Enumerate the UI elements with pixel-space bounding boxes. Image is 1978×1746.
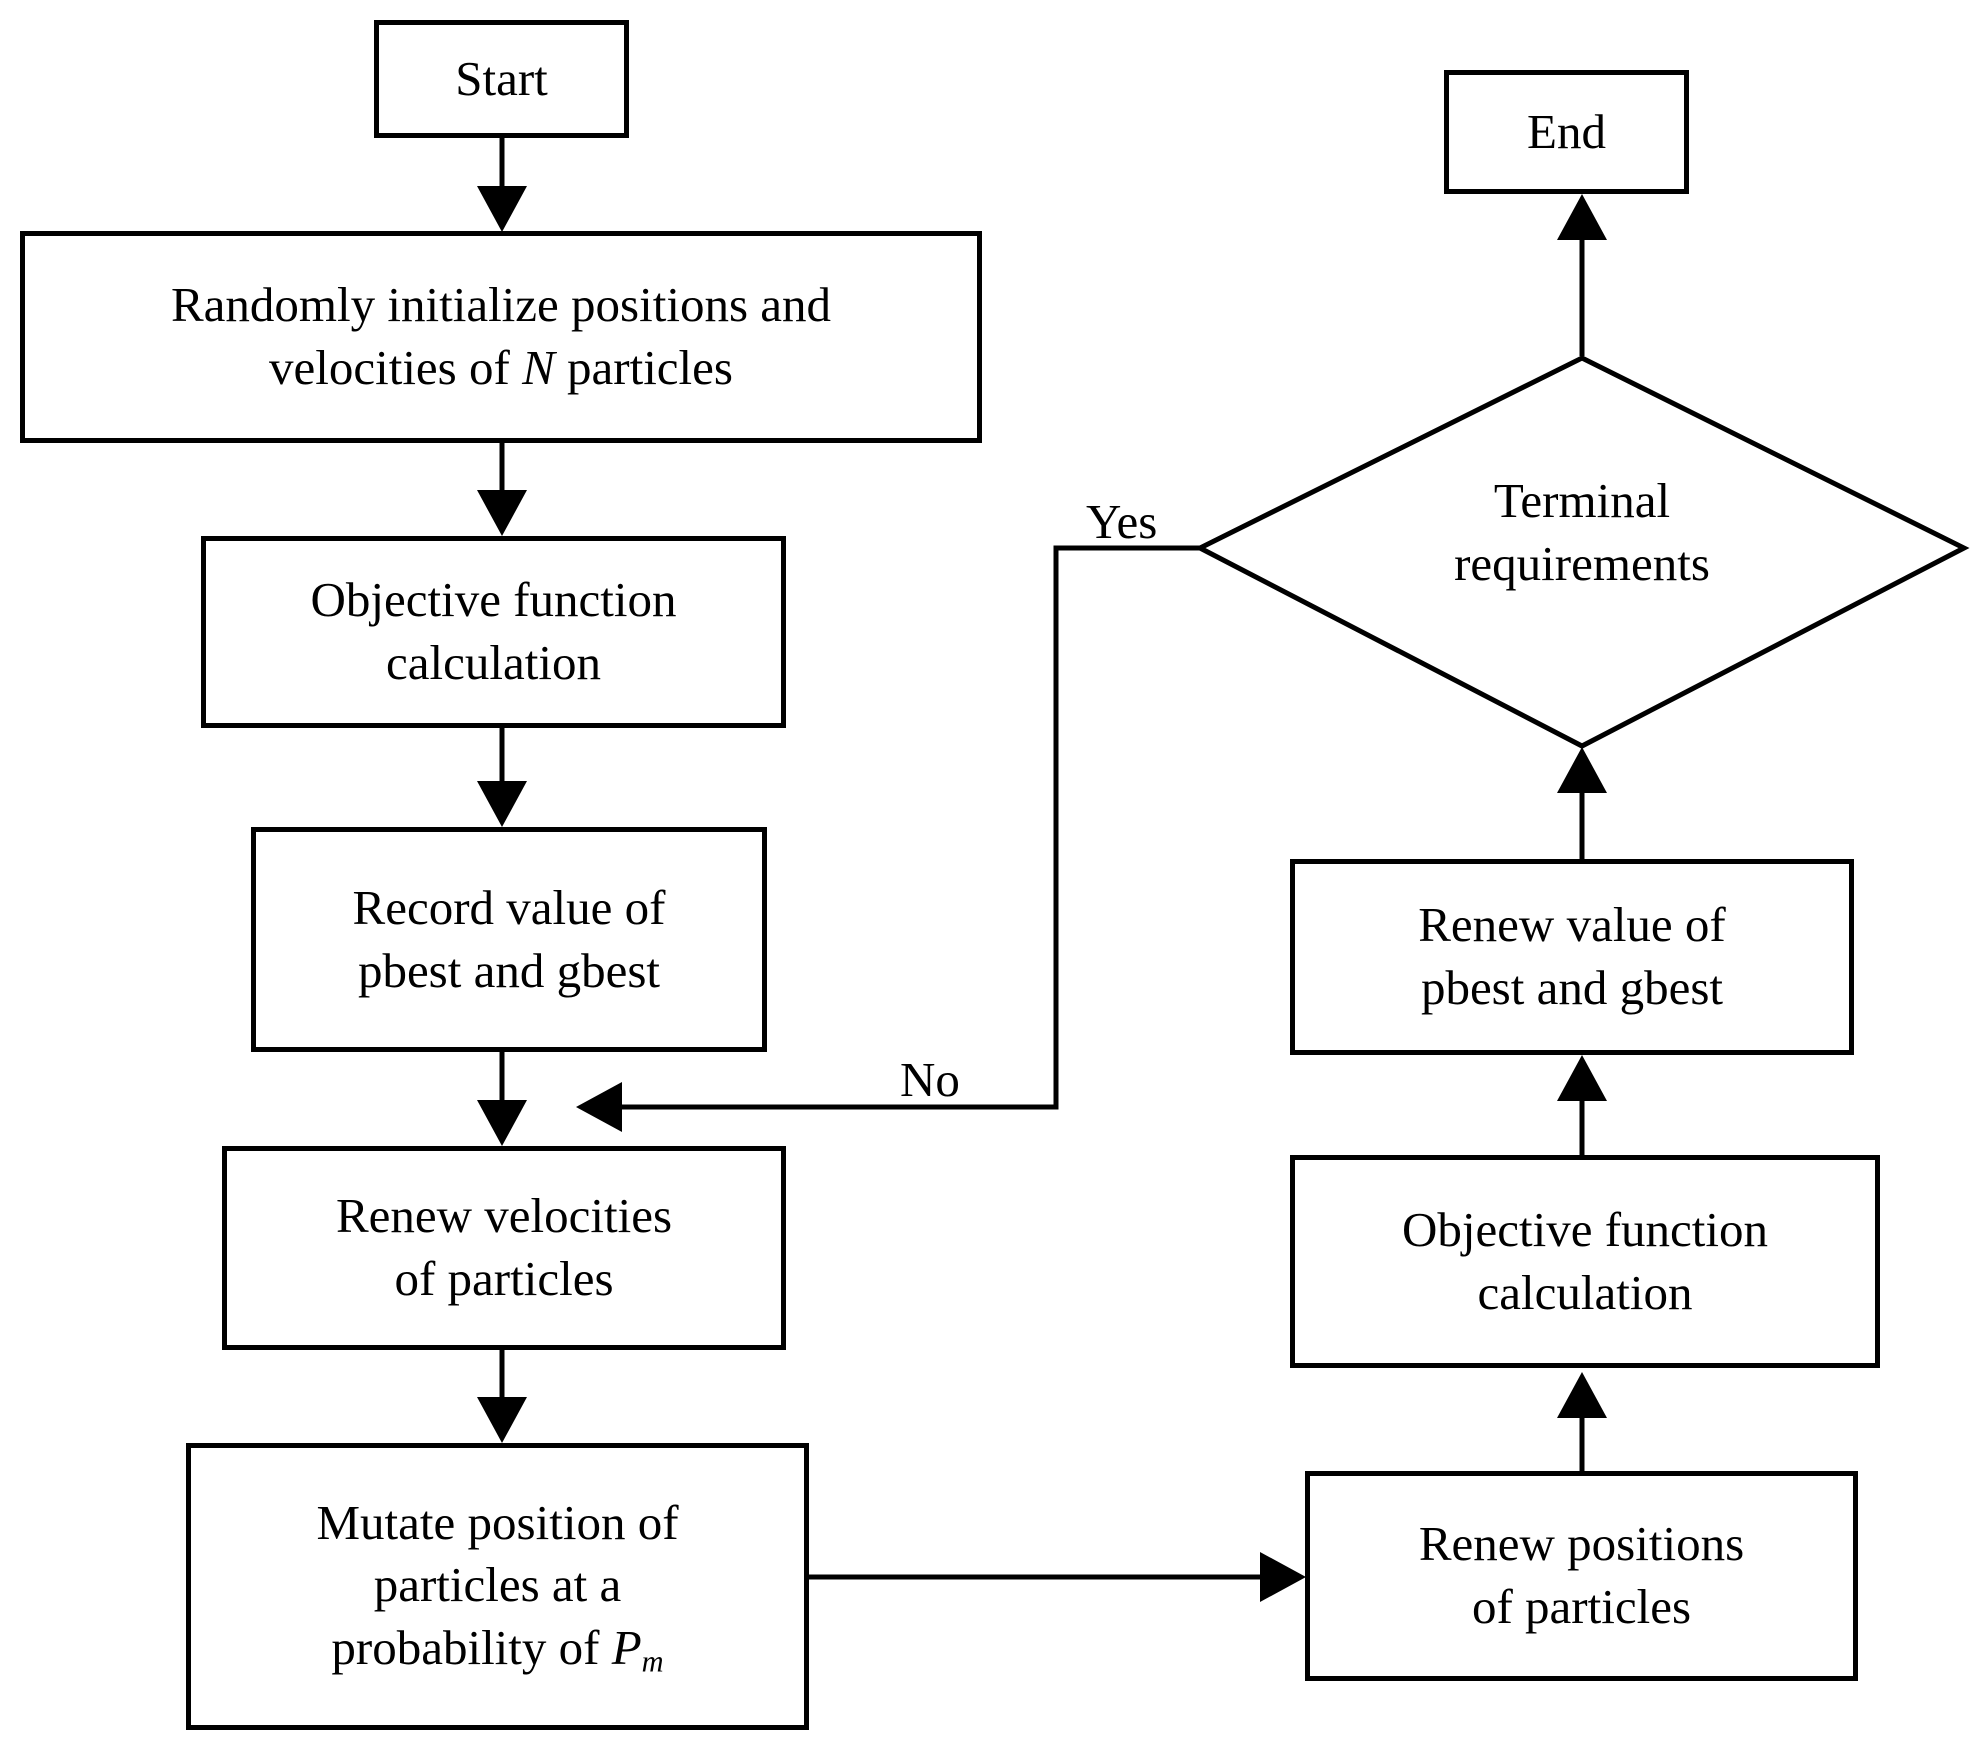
arrowhead-positions-objective xyxy=(1557,1372,1607,1418)
arrowhead-terminal-loop xyxy=(576,1082,622,1132)
initialize-variable-n: N xyxy=(522,340,555,395)
terminal-requirements-diamond xyxy=(1194,355,1970,749)
objective-function-right-node: Objective function calculation xyxy=(1290,1155,1880,1368)
renew-positions-line-2: of particles xyxy=(1471,1579,1692,1634)
end-label: End xyxy=(1527,103,1606,159)
record-pbest-gbest-node: Record value of pbest and gbest xyxy=(251,827,767,1052)
record-line-2: pbest and gbest xyxy=(357,942,661,998)
initialize-line-2-pre: velocities of xyxy=(268,340,523,395)
edge-terminal-loop xyxy=(620,545,1200,1110)
end-node: End xyxy=(1444,70,1689,194)
arrowhead-start-init xyxy=(477,186,527,232)
no-edge-label: No xyxy=(900,1052,960,1107)
renew-value-line-2: pbest and gbest xyxy=(1420,960,1724,1015)
arrowhead-objective-record xyxy=(477,781,527,827)
arrowhead-mutate-positions xyxy=(1260,1552,1306,1602)
objective-right-line-2: calculation xyxy=(1477,1264,1693,1320)
arrowhead-velocities-mutate xyxy=(477,1397,527,1443)
renew-pbest-gbest-node: Renew value of pbest and gbest xyxy=(1290,859,1854,1055)
mutate-variable-p: P xyxy=(611,1619,642,1675)
initialize-particles-node: Randomly initialize positions and veloci… xyxy=(20,231,982,443)
initialize-line-2: velocities of N particles xyxy=(171,337,831,400)
renew-velocities-line-1: Renew velocities xyxy=(335,1188,673,1244)
renew-value-line-1: Renew value of xyxy=(1418,897,1726,953)
start-label: Start xyxy=(455,50,548,106)
yes-edge-label: Yes xyxy=(1086,494,1158,549)
record-line-1: Record value of xyxy=(352,879,666,935)
renew-positions-node: Renew positions of particles xyxy=(1305,1471,1858,1681)
mutate-subscript-m: m xyxy=(641,1644,664,1679)
arrowhead-objective-renewvalue xyxy=(1557,1055,1607,1101)
arrowhead-terminal-end xyxy=(1557,194,1607,240)
objective-right-line-1: Objective function xyxy=(1401,1201,1769,1257)
terminal-requirements-label: Terminal requirements xyxy=(1382,470,1782,595)
mutate-line-3: probability of Pm xyxy=(316,1617,678,1681)
terminal-line-2: requirements xyxy=(1454,535,1710,591)
mutate-line-1: Mutate position of xyxy=(316,1494,679,1550)
renew-velocities-node: Renew velocities of particles xyxy=(222,1146,786,1350)
renew-positions-line-1: Renew positions xyxy=(1418,1516,1745,1572)
objective-function-left-node: Objective function calculation xyxy=(201,536,786,728)
renew-velocities-line-2: of particles xyxy=(394,1251,614,1306)
objective-left-line-1: Objective function xyxy=(310,572,677,628)
objective-left-line-2: calculation xyxy=(386,635,601,690)
initialize-line-2-post: particles xyxy=(554,340,733,395)
mutate-position-node: Mutate position of particles at a probab… xyxy=(186,1443,809,1730)
initialize-line-1: Randomly initialize positions and xyxy=(170,277,832,333)
terminal-line-1: Terminal xyxy=(1493,473,1671,528)
mutate-line-3-pre: probability of xyxy=(331,1619,612,1675)
arrowhead-record-velocities xyxy=(477,1100,527,1146)
mutate-line-2: particles at a xyxy=(373,1557,622,1613)
arrowhead-renewvalue-terminal xyxy=(1557,747,1607,793)
arrowhead-init-objective xyxy=(477,490,527,536)
start-node: Start xyxy=(374,20,629,138)
